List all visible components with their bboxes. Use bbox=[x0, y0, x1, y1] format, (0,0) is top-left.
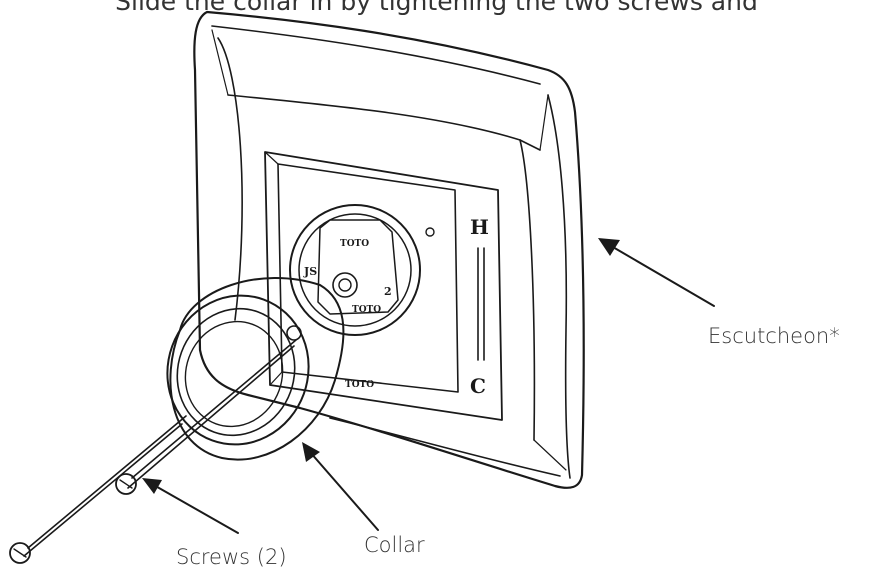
brand-mark-escutcheon: TOTO bbox=[345, 380, 374, 390]
screw-2 bbox=[9, 415, 187, 564]
brand-mark-cartridge-bottom: TOTO bbox=[352, 305, 381, 315]
hot-mark: H bbox=[470, 215, 489, 239]
brand-mark-cartridge: TOTO bbox=[340, 239, 369, 249]
escutcheon-plate bbox=[193, 10, 585, 489]
cartridge-right-mark: 2 bbox=[384, 285, 392, 298]
screws-label: Screws (2) bbox=[176, 545, 287, 569]
screw-1 bbox=[115, 339, 297, 495]
inner-recess bbox=[264, 151, 503, 421]
valve-cartridge: TOTO TOTO JS 2 bbox=[289, 204, 435, 336]
escutcheon-arrow bbox=[598, 238, 715, 307]
collar bbox=[166, 277, 345, 461]
cold-mark: C bbox=[470, 374, 486, 398]
collar-arrow bbox=[302, 442, 379, 531]
collar-label: Collar bbox=[364, 533, 425, 557]
cartridge-left-mark: JS bbox=[303, 265, 317, 278]
instruction-text-partial: Slide the collar in by tightening the tw… bbox=[115, 0, 758, 16]
temperature-scale: H C bbox=[470, 215, 489, 398]
escutcheon-label: Escutcheon* bbox=[708, 324, 840, 348]
screws-arrow bbox=[142, 478, 239, 534]
